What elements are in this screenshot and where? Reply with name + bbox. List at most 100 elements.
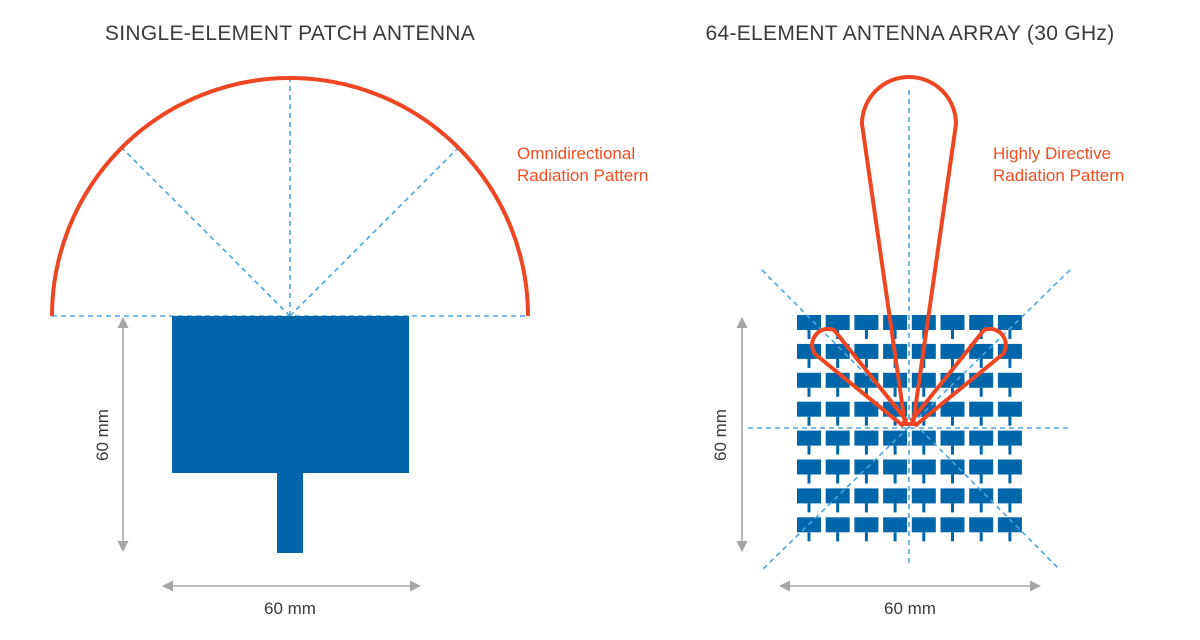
array-feed <box>893 532 897 542</box>
array-feed <box>922 387 926 397</box>
array-element <box>825 517 850 542</box>
array-patch <box>911 488 936 504</box>
array-patch <box>797 430 821 446</box>
array-patch <box>883 488 908 504</box>
array-element <box>797 401 821 426</box>
array-feed <box>807 445 811 455</box>
array-feed <box>807 474 811 484</box>
right-pattern-label-1: Highly Directive <box>993 144 1111 163</box>
array-patch <box>911 517 936 533</box>
array-patch <box>854 343 879 359</box>
right-side-lobe <box>910 326 1008 427</box>
array-feed <box>836 532 840 542</box>
array-feed <box>836 416 840 426</box>
array-patch <box>969 401 994 417</box>
array-element <box>854 315 879 339</box>
left-guide-lines <box>52 80 528 317</box>
array-patch <box>825 430 850 446</box>
array-element <box>997 315 1022 339</box>
array-element <box>940 488 965 513</box>
array-feed <box>922 503 926 513</box>
array-element <box>911 517 936 542</box>
array-patch <box>997 517 1022 533</box>
array-feed <box>864 416 868 426</box>
array-patch <box>940 517 965 533</box>
array-patch <box>969 315 994 330</box>
array-feed <box>893 387 897 397</box>
right-title: 64-ELEMENT ANTENNA ARRAY (30 GHz) <box>705 22 1114 45</box>
array-feed <box>864 387 868 397</box>
array-element <box>854 517 879 542</box>
array-element <box>911 430 936 455</box>
main-lobe <box>860 75 958 426</box>
array-feed <box>951 445 954 455</box>
array-patch <box>969 430 994 446</box>
array-element <box>825 401 850 426</box>
array-patch <box>997 459 1022 475</box>
array-patch <box>883 430 908 446</box>
left-side-lobe <box>810 326 908 427</box>
array-feed <box>807 503 811 513</box>
array-element <box>969 401 994 426</box>
array-element <box>997 401 1022 426</box>
array-patch <box>797 401 821 417</box>
array-element <box>969 459 994 484</box>
left-title: SINGLE-ELEMENT PATCH ANTENNA <box>105 22 475 45</box>
antenna-array <box>797 315 1022 542</box>
array-patch <box>854 488 879 504</box>
array-patch <box>854 430 879 446</box>
array-feed <box>922 532 926 542</box>
array-element <box>797 459 821 484</box>
array-patch <box>940 459 965 475</box>
array-patch <box>997 315 1022 330</box>
array-patch <box>969 517 994 533</box>
array-element <box>940 517 965 542</box>
array-feed <box>979 532 983 542</box>
array-element <box>883 315 908 339</box>
array-element <box>825 372 850 397</box>
array-element <box>969 488 994 513</box>
array-patch <box>997 401 1022 417</box>
array-element <box>854 401 879 426</box>
array-feed <box>979 416 983 426</box>
array-feed <box>951 532 954 542</box>
patch-element <box>172 316 409 473</box>
array-element <box>883 517 908 542</box>
array-patch <box>854 315 879 330</box>
array-patch <box>883 517 908 533</box>
array-patch <box>911 315 936 330</box>
array-element <box>797 430 821 455</box>
left-height-label: 60 mm <box>93 409 112 461</box>
right-width-label: 60 mm <box>884 599 936 618</box>
array-feed <box>807 358 811 368</box>
array-patch <box>825 401 850 417</box>
array-element <box>797 315 821 339</box>
array-patch <box>797 459 821 475</box>
directive-pattern <box>810 75 1008 427</box>
array-element <box>797 372 821 397</box>
array-element <box>854 488 879 513</box>
array-feed <box>864 330 868 339</box>
array-feed <box>922 358 926 368</box>
array-feed <box>951 330 954 339</box>
array-feed <box>951 416 954 426</box>
array-feed <box>893 445 897 455</box>
array-feed <box>1008 532 1012 542</box>
array-element <box>997 372 1022 397</box>
array-patch <box>825 459 850 475</box>
array-feed <box>1008 387 1012 397</box>
array-element <box>911 488 936 513</box>
array-feed <box>979 445 983 455</box>
array-feed <box>922 330 926 339</box>
array-patch <box>825 517 850 533</box>
array-feed <box>951 387 954 397</box>
array-feed <box>864 532 868 542</box>
array-element <box>940 459 965 484</box>
array-element <box>854 343 879 368</box>
array-patch <box>854 459 879 475</box>
array-patch <box>797 372 821 388</box>
array-patch <box>797 488 821 504</box>
array-feed <box>979 387 983 397</box>
array-element <box>997 488 1022 513</box>
